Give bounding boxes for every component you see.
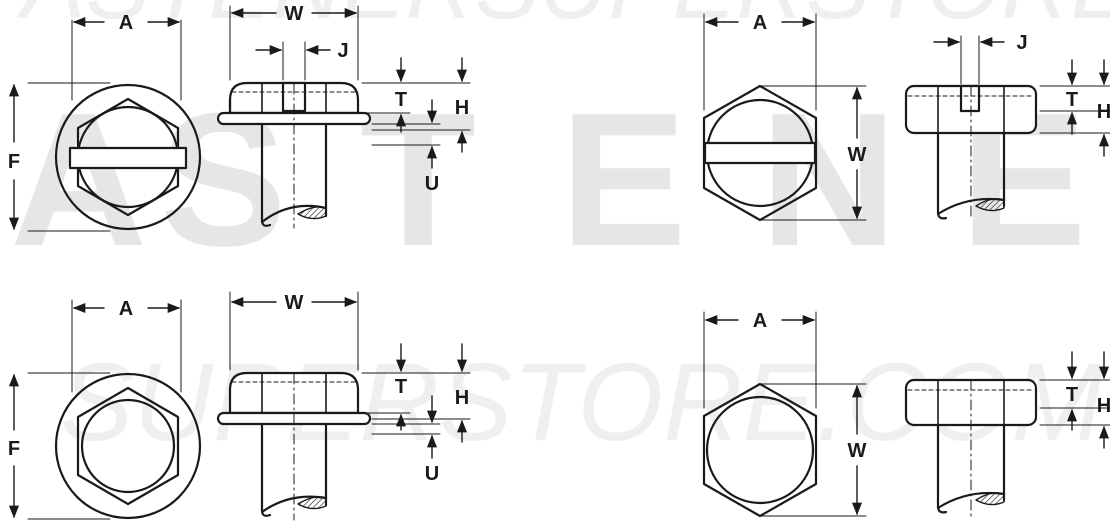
flange-outline [54,83,202,231]
hex-outline [702,382,818,518]
view-slotted-plain-top [702,13,867,222]
slot [68,146,188,170]
view-flange-top [8,299,202,520]
watermark: FASTENERSUPERSTORE.COM A S T E N E SUPER… [0,0,1110,464]
slot-side [959,84,981,113]
view-slotted-plain-side [904,35,1110,221]
label-h: H [455,387,469,409]
label-u: U [425,463,439,485]
watermark-big-letters: A S T E N E [10,74,1087,286]
label-f: F [8,438,20,460]
view-plain-side [904,351,1110,521]
label-a: A [753,310,767,332]
watermark-line1: FASTENERSUPERSTORE.COM [0,0,1110,39]
dimension-labels: A F W J T H U A W J T H A F W T H U A W … [8,3,1110,485]
label-f: F [8,151,20,173]
watermark-letter-t: T [360,74,476,286]
label-a: A [119,298,133,320]
view-slotted-flange-top [8,16,202,232]
label-t: T [1066,89,1078,111]
label-w: W [848,144,867,166]
label-u: U [425,173,439,195]
slot [703,141,817,165]
label-a: A [753,12,767,34]
hex-outline [702,84,818,222]
label-t: T [395,376,407,398]
hex-outline [76,97,180,217]
view-plain-top [702,311,867,518]
label-j: J [1016,32,1027,54]
hex-head-side [228,81,360,115]
label-w: W [285,3,304,25]
washer-face-circle [80,398,176,494]
label-t: T [1066,384,1078,406]
label-w: W [285,292,304,314]
hex-outline [76,386,180,506]
view-slotted-flange-side [216,5,471,229]
watermark-letter-n: N [760,74,897,286]
washer-face-circle [705,395,815,505]
label-h: H [1097,101,1110,123]
label-a: A [119,12,133,34]
label-w: W [848,440,867,462]
view-flange-side [216,291,471,521]
label-j: J [337,40,348,62]
label-t: T [395,89,407,111]
watermark-letter-e: E [560,74,687,286]
flange-outline [54,372,202,520]
label-h: H [1097,395,1110,417]
label-h: H [455,97,469,119]
